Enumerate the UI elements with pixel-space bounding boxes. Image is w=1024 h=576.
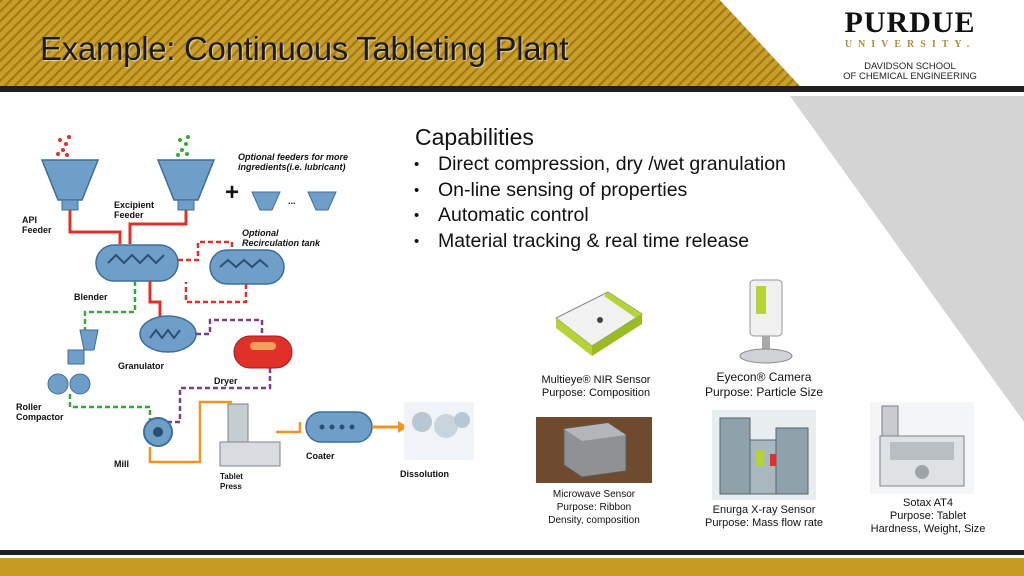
capability-item: On-line sensing of properties <box>412 178 786 204</box>
slide-header: Example: Continuous Tableting Plant PURD… <box>0 0 1024 86</box>
label-line: Feeder <box>114 210 144 220</box>
capability-item: Automatic control <box>412 203 786 229</box>
tablet-press <box>219 403 281 467</box>
roller-compactor <box>47 329 99 395</box>
label-api-feeder: API Feeder <box>22 215 52 235</box>
logo-wordmark: PURDUE <box>844 6 976 39</box>
label-line: API <box>22 215 38 225</box>
label-optional-feeders: Optional feeders for more ingredients(i.… <box>238 152 348 172</box>
label-line: Optional feeders for more <box>238 152 349 162</box>
footer-rule <box>0 550 1024 555</box>
capability-item: Direct compression, dry /wet granulation <box>412 152 786 178</box>
header-rule <box>0 86 1024 92</box>
label-line: Feeder <box>22 225 52 235</box>
label-line: Press <box>220 482 242 491</box>
sensor-purpose: Purpose: Particle Size <box>704 385 824 399</box>
label-line: Excipient <box>114 200 155 210</box>
api-feeder-hopper <box>40 159 100 211</box>
school-line-1: DAVIDSON SCHOOL <box>864 61 956 72</box>
granulator-vessel <box>139 315 197 353</box>
label-tablet-press: Tablet Press <box>220 472 243 492</box>
label-line: Optional <box>242 228 279 238</box>
sensor-name: Sotax AT4 <box>903 497 953 509</box>
label-roller-compactor: Roller Compactor <box>16 402 64 422</box>
caption-nir-sensor: Multieye® NIR Sensor Purpose: Compositio… <box>536 374 656 400</box>
label-line: ingredients(i.e. lubricant) <box>238 162 346 172</box>
api-powder-icon <box>56 135 71 157</box>
sensor-purpose: Purpose: Tablet <box>889 510 967 522</box>
page-title: Example: Continuous Tableting Plant <box>40 30 569 67</box>
sensor-name: Multieye® NIR Sensor <box>541 374 651 386</box>
dissolution-image <box>404 402 474 460</box>
label-line: Compactor <box>16 412 64 422</box>
logo-subtitle: UNIVERSITY. <box>844 39 976 50</box>
label-granulator: Granulator <box>118 361 165 371</box>
label-coater: Coater <box>306 451 335 461</box>
footer-gold-bar <box>0 558 1024 576</box>
coater-drum <box>305 411 373 443</box>
optional-feeder-hopper <box>251 191 337 211</box>
label-mill: Mill <box>114 459 129 469</box>
sensor-extra: Density, composition <box>548 515 640 526</box>
decorative-diagonal <box>790 96 1024 422</box>
purdue-logo: PURDUE UNIVERSITY. DAVIDSON SCHOOL OF CH… <box>810 6 1010 86</box>
label-line: Roller <box>16 402 42 412</box>
label-line: Recirculation tank <box>242 238 321 248</box>
school-line-2: OF CHEMICAL ENGINEERING <box>843 71 977 82</box>
label-recirculation: Optional Recirculation tank <box>242 228 320 248</box>
sensor-purpose: Purpose: Ribbon <box>556 502 632 513</box>
sensor-purpose: Purpose: Composition <box>541 387 651 399</box>
capabilities-list: Direct compression, dry /wet granulation… <box>412 152 786 254</box>
sensor-purpose: Purpose: Mass flow rate <box>705 517 823 529</box>
capability-item: Material tracking & real time release <box>412 229 786 255</box>
xray-sensor-image <box>712 410 816 500</box>
label-ellipsis: ... <box>288 196 296 206</box>
capabilities-heading: Capabilities <box>415 124 534 150</box>
caption-sotax-at4: Sotax AT4 Purpose: Tablet Hardness, Weig… <box>862 497 994 536</box>
nir-sensor-image <box>555 291 643 356</box>
label-dryer: Dryer <box>214 376 238 386</box>
dryer-vessel <box>233 335 293 369</box>
sotax-at4-image <box>870 402 974 494</box>
recirculation-tank <box>209 249 285 285</box>
label-line: Tablet <box>220 472 243 481</box>
mill-unit <box>143 417 173 447</box>
label-dissolution: Dissolution <box>400 469 449 479</box>
caption-microwave-sensor: Microwave Sensor Purpose: Ribbon Density… <box>532 488 656 527</box>
plus-symbol: + <box>225 179 239 206</box>
caption-xray-sensor: Enurga X-ray Sensor Purpose: Mass flow r… <box>700 504 828 530</box>
sensor-name: Microwave Sensor <box>552 489 636 500</box>
sensor-name: Eyecon® Camera <box>716 370 812 384</box>
label-excipient-feeder: Excipient Feeder <box>114 200 154 220</box>
header-stripe-pattern <box>0 0 1024 86</box>
excipient-powder-icon <box>176 135 190 157</box>
microwave-sensor-image <box>536 417 652 483</box>
process-flow-diagram: + <box>40 135 474 467</box>
logo-school: DAVIDSON SCHOOL OF CHEMICAL ENGINEERING <box>810 62 1010 82</box>
caption-eyecon-camera: Eyecon® Camera Purpose: Particle Size <box>702 370 826 400</box>
label-blender: Blender <box>74 292 108 302</box>
sensor-name: Enurga X-ray Sensor <box>712 504 816 516</box>
excipient-feeder-hopper <box>156 159 216 211</box>
eyecon-camera-image <box>739 279 793 364</box>
blender-vessel <box>95 244 179 282</box>
sensor-extra: Hardness, Weight, Size <box>870 523 986 535</box>
